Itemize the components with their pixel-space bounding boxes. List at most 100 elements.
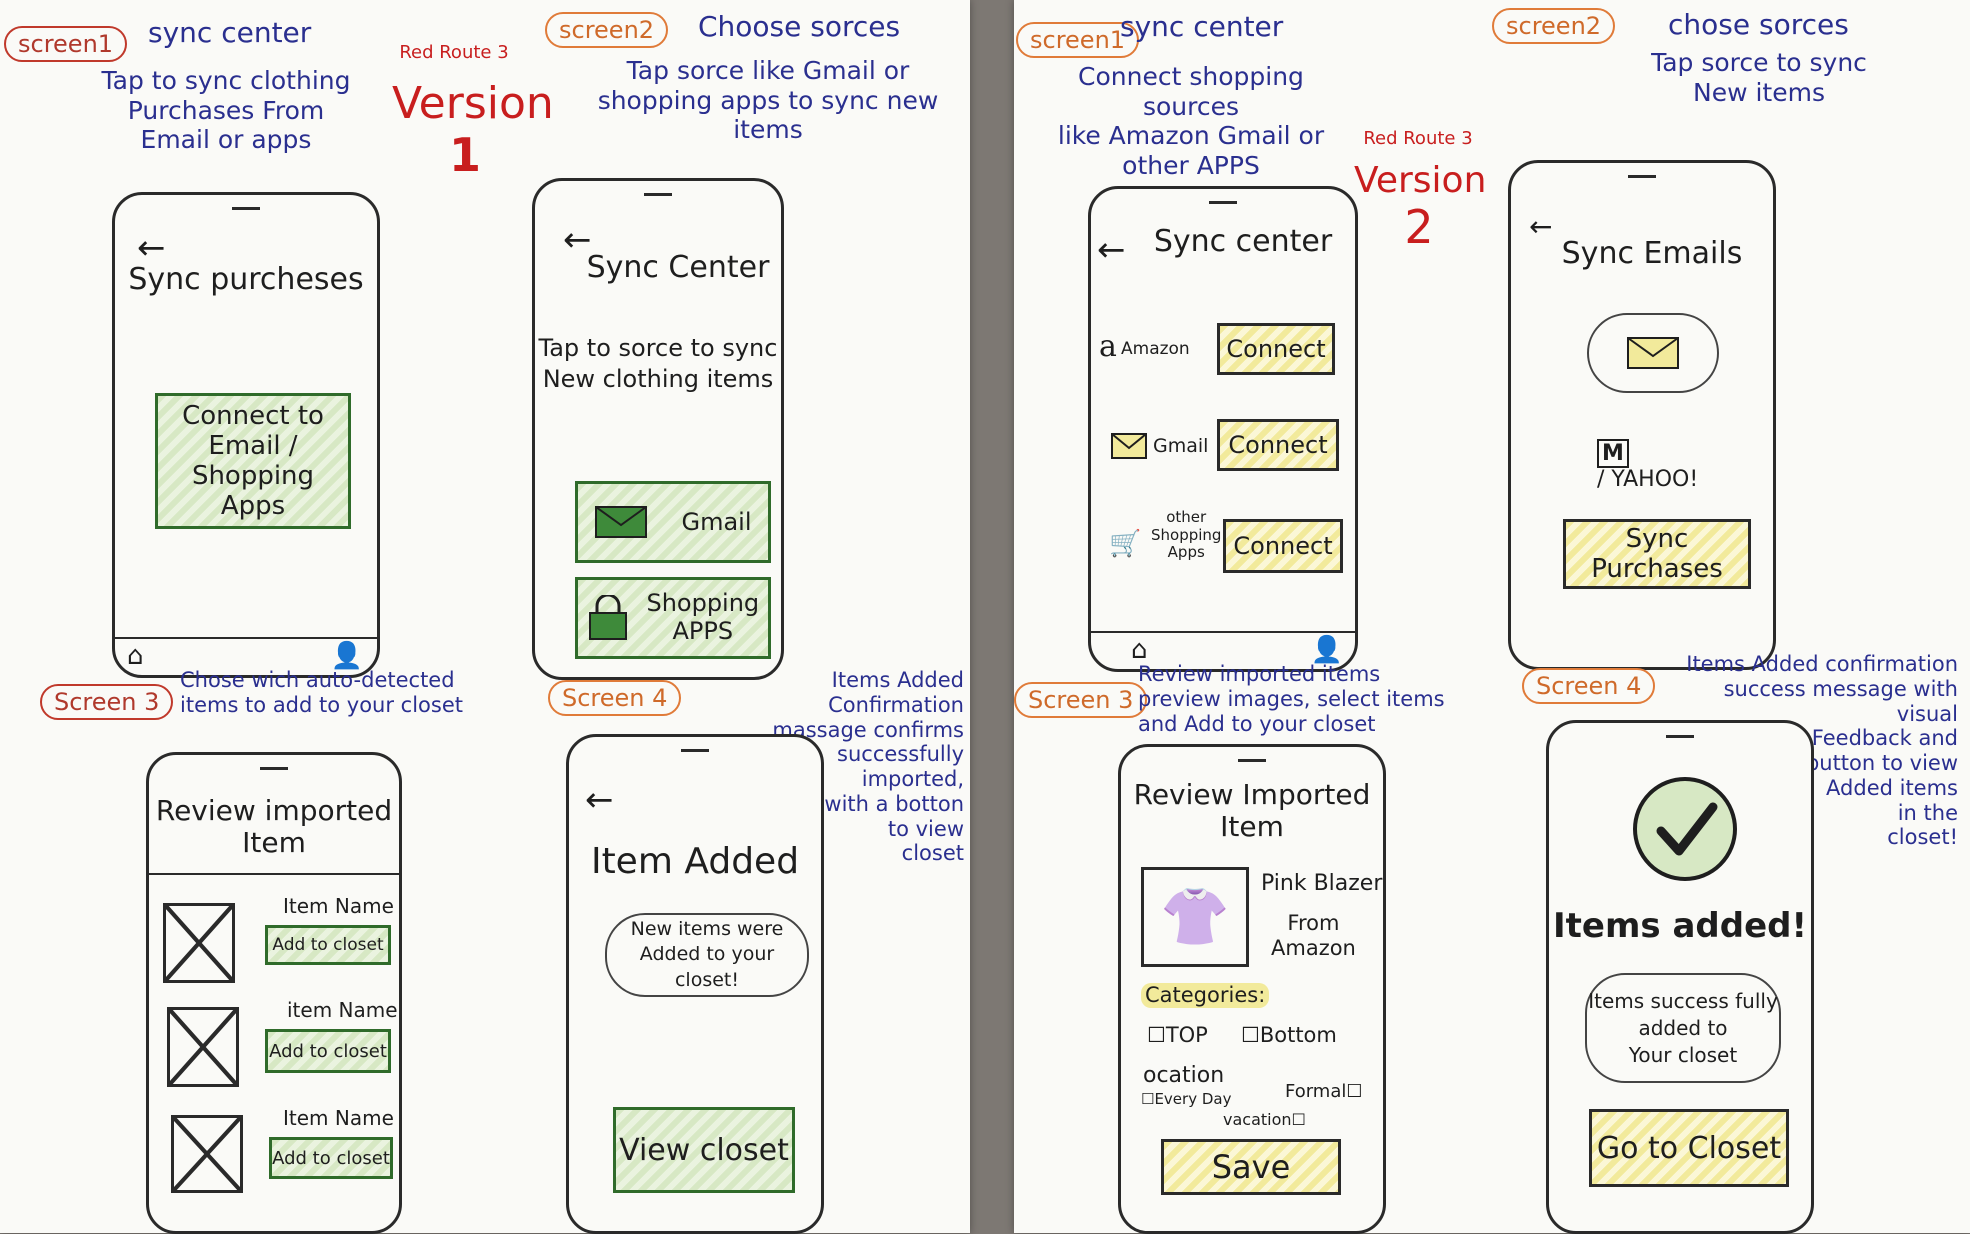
confirmation-message-cloud: New items were Added to your closet! [605,913,809,997]
option-label: TOP [1165,1023,1208,1047]
back-arrow-icon[interactable]: ← [585,780,614,820]
checkbox-icon[interactable]: ☐ [1141,1090,1155,1108]
home-icon[interactable]: ⌂ [127,641,144,671]
screen4-description: Items Added confirmation success message… [1686,652,1958,850]
occasion-everyday-option[interactable]: ☐Every Day [1141,1090,1232,1109]
source-row-gmail: Gmail Connect [1091,409,1355,481]
back-arrow-icon[interactable]: ← [137,228,166,268]
phone-title: Sync purcheses [128,262,364,297]
header-divider [149,873,399,875]
sketch-sheet-version-1: screen1 sync center Tap to sync clothing… [0,0,970,1234]
connect-gmail-button[interactable]: Connect [1217,419,1339,471]
sync-instruction: Tap to sorce to sync New clothing items [538,334,778,394]
source-row-other-apps: 🛒 other Shopping Apps Connect [1091,505,1355,591]
screen2-heading: chose sorces [1668,8,1849,41]
categories-label: Categories: [1141,983,1270,1008]
option-label: Every Day [1154,1090,1232,1108]
shopping-apps-source-button[interactable]: Shopping APPS [575,577,771,659]
red-route-label: Red Route 3 [1363,128,1473,149]
phone-speaker [681,749,709,752]
gmail-source-button[interactable]: Gmail [575,481,771,563]
provider-names: / YAHOO! [1597,466,1699,492]
back-arrow-icon[interactable]: ← [1097,230,1126,270]
go-to-closet-button[interactable]: Go to Closet [1589,1109,1789,1187]
category-top-option[interactable]: ☐TOP [1147,1023,1208,1048]
screen1-tag: screen1 [4,26,128,62]
screen1-description: Tap to sync clothing Purchases From Emai… [101,66,351,154]
screen2-description: Tap sorce like Gmail or shopping apps to… [597,56,939,144]
user-icon[interactable]: 👤 [330,641,363,671]
screen2-tag: screen2 [1492,8,1616,44]
user-icon[interactable]: 👤 [1310,635,1343,665]
phone-speaker [644,193,672,196]
category-bottom-option[interactable]: ☐Bottom [1241,1023,1337,1048]
phone-screen1: ← Sync purcheses Connect to Email / Shop… [112,192,380,678]
source-label: Gmail [1153,435,1209,457]
screen1-description: Connect shopping sources like Amazon Gma… [1057,62,1325,180]
version-word: Version [392,78,554,129]
checkbox-icon[interactable]: ☐ [1147,1023,1166,1047]
phone-speaker [1628,175,1656,178]
phone-title: Sync center [1153,224,1333,259]
phone-screen4: ← Item Added New items were Added to you… [566,734,824,1234]
connect-email-apps-button[interactable]: Connect to Email / Shopping Apps [155,393,351,529]
connect-other-apps-button[interactable]: Connect [1223,519,1343,573]
add-to-closet-button[interactable]: Add to closet [265,925,391,965]
phone-speaker [260,767,288,770]
occasion-vacation-option[interactable]: vacation☐ [1223,1110,1306,1130]
email-providers: M / YAHOO! [1597,415,1698,493]
placeholder-x-icon [171,1115,243,1193]
phone-title: Sync Center [586,250,770,285]
screen1-heading: sync center [1120,10,1284,43]
sync-purchases-button[interactable]: Sync Purchases [1563,519,1751,589]
checkbox-icon[interactable]: ☐ [1241,1023,1260,1047]
phone-title: Item Added [590,841,800,882]
back-arrow-icon[interactable]: ← [563,220,592,260]
item-source: From Amazon [1271,911,1356,960]
occasion-formal-option[interactable]: Formal☐ [1285,1081,1363,1102]
phone-screen4: Items added! Items success fully added t… [1546,720,1814,1234]
bottom-nav-divider [1091,631,1355,633]
checkbox-icon[interactable]: ☐ [1291,1110,1306,1129]
phone-title: Items added! [1553,906,1807,946]
connect-amazon-button[interactable]: Connect [1217,323,1335,375]
phone-screen2: ← Sync Emails M / YAHOO! Sync Purchases [1508,160,1776,670]
mail-icon [1111,433,1147,459]
phone-title: Review imported Item [155,794,393,860]
option-label: Formal [1285,1081,1347,1102]
amazon-icon: a [1099,329,1117,364]
screen3-description: Review imported items preview images, se… [1138,662,1445,736]
source-row-amazon: a Amazon Connect [1091,313,1355,385]
placeholder-x-icon [167,1007,239,1087]
phone-speaker [232,207,260,210]
imported-item-row: Item Name Add to closet [149,894,399,991]
source-label: Amazon [1121,339,1190,359]
cloud-icon [1587,313,1719,393]
phone-screen1: ← Sync center a Amazon Connect Gmail Con… [1088,186,1358,672]
version-number: 2 [1404,200,1434,254]
gmail-label: Gmail [681,508,752,536]
gmail-m-icon: M [1597,438,1629,468]
item-name: Item Name [283,894,394,918]
view-closet-button[interactable]: View closet [613,1107,795,1193]
screen2-heading: Choose sorces [698,10,901,43]
home-icon[interactable]: ⌂ [1131,635,1148,665]
add-to-closet-button[interactable]: Add to closet [269,1137,393,1179]
version-word: Version [1354,160,1487,201]
phone-speaker [1209,201,1237,204]
add-to-closet-button[interactable]: Add to closet [265,1029,391,1073]
placeholder-x-icon [163,903,235,983]
back-arrow-icon[interactable]: ← [1529,210,1553,243]
phone-screen3: Review Imported Item 👚 Pink Blazer From … [1118,744,1386,1234]
imported-item-row: item Name Add to closet [149,998,399,1095]
option-label: vacation [1223,1110,1292,1129]
screen3-tag: Screen 3 [1014,682,1148,718]
phone-title: Sync Emails [1561,236,1743,271]
save-button[interactable]: Save [1161,1139,1341,1195]
lock-bag-icon [588,595,627,640]
item-name: Item Name [283,1106,394,1130]
imported-item-row: Item Name Add to closet [149,1106,399,1203]
phone-screen3: Review imported Item Item Name Add to cl… [146,752,402,1234]
phone-title: Review Imported Item [1133,778,1371,844]
checkbox-icon[interactable]: ☐ [1346,1081,1363,1102]
